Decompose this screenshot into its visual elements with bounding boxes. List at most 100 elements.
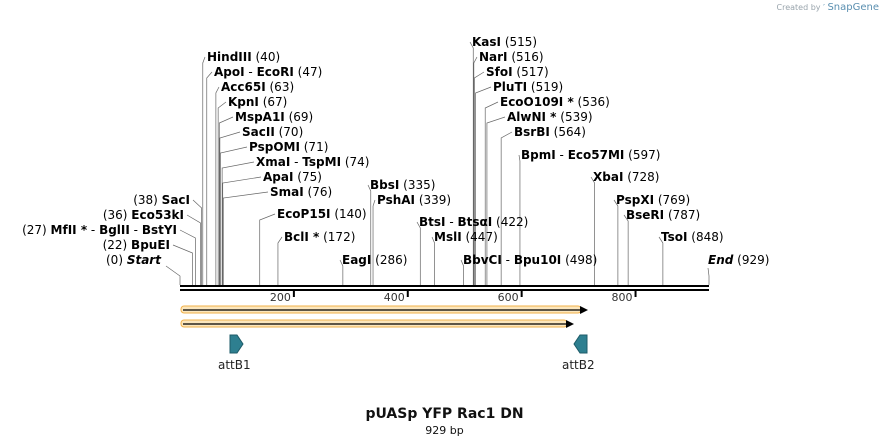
site-name: PshAI xyxy=(377,193,415,207)
site-label-ecoo109i[interactable]: EcoO109I * (536) xyxy=(500,95,610,109)
site-label-ecop15i[interactable]: EcoP15I (140) xyxy=(277,207,367,221)
site-name: Eco57MI xyxy=(568,148,625,162)
site-label-mfii-bglii-bstyi[interactable]: (27) MfII * - BglII - BstYI xyxy=(22,223,177,237)
connector-left-5 xyxy=(219,131,241,285)
site-position: (38) xyxy=(133,193,161,207)
site-name: BpuEI xyxy=(131,238,170,252)
site-position: (335) xyxy=(399,178,435,192)
site-name: EcoO109I * xyxy=(500,95,574,109)
site-label-acc65i[interactable]: Acc65I (63) xyxy=(221,80,294,94)
plasmid-length: 929 bp xyxy=(425,424,464,437)
connector-right-11 xyxy=(658,236,664,285)
site-label-apoi-ecori[interactable]: ApoI - EcoRI (47) xyxy=(214,65,322,79)
connector-left-2 xyxy=(215,86,220,285)
site-name: EagI xyxy=(342,253,371,267)
site-label-pluti[interactable]: PluTI (519) xyxy=(493,80,563,94)
connector-mid-0 xyxy=(367,184,372,285)
site-position: (728) xyxy=(623,170,659,184)
site-position: (36) xyxy=(103,208,131,222)
site-name: BclI * xyxy=(284,230,320,244)
site-connectors xyxy=(165,41,710,285)
site-name: BpmI xyxy=(521,148,556,162)
site-label-smai[interactable]: SmaI (76) xyxy=(270,185,332,199)
site-position: (67) xyxy=(259,95,287,109)
connector-left-3 xyxy=(217,101,227,285)
site-label-eagi[interactable]: EagI (286) xyxy=(342,253,407,267)
site-label-eco53ki[interactable]: (36) Eco53kI xyxy=(103,208,184,222)
site-name: NarI xyxy=(479,50,508,64)
site-label-hindiii[interactable]: HindIII (40) xyxy=(207,50,280,64)
site-label-saci[interactable]: (38) SacI xyxy=(133,193,190,207)
attB2-label: attB2 xyxy=(562,358,595,372)
site-label-pspxi[interactable]: PspXI (769) xyxy=(616,193,690,207)
connector-left-1 xyxy=(206,71,213,285)
site-label-btsi-bts-i[interactable]: BtsI - BtsαI (422) xyxy=(419,215,528,229)
site-name: ApaI xyxy=(263,170,293,184)
site-position: (422) xyxy=(492,215,528,229)
site-label-bpuei[interactable]: (22) BpuEI xyxy=(103,238,170,252)
site-label-sfoi[interactable]: SfoI (517) xyxy=(486,65,549,79)
connector-right-5 xyxy=(486,116,506,285)
connector-end xyxy=(707,267,710,285)
site-position: (74) xyxy=(341,155,369,169)
connector-mid-4 xyxy=(431,236,435,285)
site-position: (539) xyxy=(556,110,592,124)
site-position: (22) xyxy=(103,238,131,252)
site-label-pspomi[interactable]: PspOMI (71) xyxy=(249,140,328,154)
site-label-mspa1i[interactable]: MspA1I (69) xyxy=(235,110,313,124)
site-name: HindIII xyxy=(207,50,252,64)
site-label-kpni[interactable]: KpnI (67) xyxy=(228,95,287,109)
connector-left-4 xyxy=(218,116,234,285)
attB1-label: attB1 xyxy=(218,358,251,372)
credit-brand: SnapGene xyxy=(827,2,879,13)
credit-prefix: Created by xyxy=(776,3,821,12)
connector-farleft-2 xyxy=(179,229,196,285)
connector-right-8 xyxy=(590,176,595,285)
attB1-arrow-icon[interactable] xyxy=(229,334,244,354)
connector-right-7 xyxy=(518,154,521,285)
site-name: AlwNI * xyxy=(507,110,557,124)
site-separator: - xyxy=(245,65,257,79)
site-label-bpmi-eco57mi[interactable]: BpmI - Eco57MI (597) xyxy=(521,148,660,162)
site-name: EcoRI xyxy=(257,65,294,79)
connector-left-8 xyxy=(222,176,262,285)
site-name: PspXI xyxy=(616,193,654,207)
site-label-xmai-tspmi[interactable]: XmaI - TspMI (74) xyxy=(256,155,369,169)
site-name: MslI xyxy=(434,230,462,244)
site-label-bbsi[interactable]: BbsI (335) xyxy=(370,178,435,192)
site-position: (286) xyxy=(371,253,407,267)
site-name: BsrBI xyxy=(514,125,550,139)
site-label-bbvci-bpu10i[interactable]: BbvCI - Bpu10I (498) xyxy=(463,253,597,267)
site-position: (519) xyxy=(527,80,563,94)
site-label-alwni[interactable]: AlwNI * (539) xyxy=(507,110,593,124)
site-label-bsrbi[interactable]: BsrBI (564) xyxy=(514,125,586,139)
site-name: BtsI xyxy=(419,215,446,229)
site-label-tsoi[interactable]: TsoI (848) xyxy=(661,230,724,244)
site-label-xbai[interactable]: XbaI (728) xyxy=(593,170,660,184)
site-label-nari[interactable]: NarI (516) xyxy=(479,50,544,64)
site-position: (597) xyxy=(624,148,660,162)
site-name: PspOMI xyxy=(249,140,300,154)
site-name: BglII xyxy=(99,223,130,237)
site-labels: HindIII (40)ApoI - EcoRI (47)Acc65I (63)… xyxy=(22,35,769,267)
site-label-sacii[interactable]: SacII (70) xyxy=(242,125,303,139)
site-name: XmaI xyxy=(256,155,290,169)
site-label-bseri[interactable]: BseRI (787) xyxy=(626,208,700,222)
site-position: (140) xyxy=(331,207,367,221)
start-marker-label: (0) Start xyxy=(106,253,162,267)
end-marker-label: End (929) xyxy=(708,253,769,267)
scale-tick-label: 200 xyxy=(270,291,291,304)
site-label-bcli[interactable]: BclI * (172) xyxy=(284,230,355,244)
site-name: Bpu10I xyxy=(514,253,561,267)
site-label-apai[interactable]: ApaI (75) xyxy=(263,170,322,184)
connector-right-1 xyxy=(473,56,478,285)
site-name: Acc65I xyxy=(221,80,266,94)
site-label-msli[interactable]: MslI (447) xyxy=(434,230,498,244)
site-name: EcoP15I xyxy=(277,207,331,221)
connector-right-10 xyxy=(623,214,629,285)
site-label-pshai[interactable]: PshAI (339) xyxy=(377,193,451,207)
attB2-arrow-icon[interactable] xyxy=(573,334,588,354)
site-label-kasi[interactable]: KasI (515) xyxy=(472,35,537,49)
scale-tick-label: 800 xyxy=(612,291,633,304)
